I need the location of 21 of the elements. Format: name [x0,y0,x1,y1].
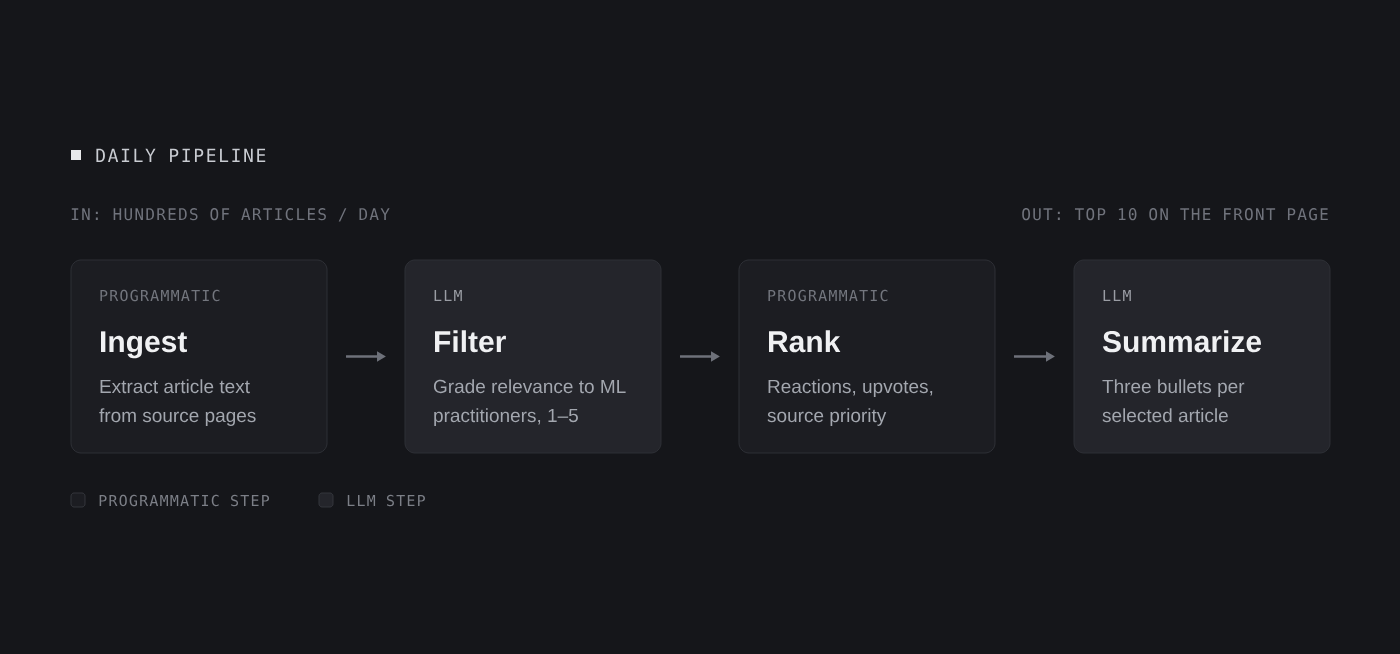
step-box [404,259,662,454]
step-description: Three bullets per selected article [1102,379,1245,423]
io-label: OUT: TOP 10 ON THE FRONT PAGE [1022,208,1328,221]
step-title: Summarize [1102,330,1262,353]
legend-label: PROGRAMMATIC STEP [99,494,270,507]
title: DAILY PIPELINE [96,148,266,162]
step-description: Reactions, upvotes, source priority [767,379,933,426]
step-box [70,259,328,454]
step-box [738,259,996,454]
step-type: LLM [434,290,462,301]
step-type: PROGRAMMATIC [768,289,888,302]
step-type: PROGRAMMATIC [100,289,220,302]
legend-label: LLM STEP [347,494,425,507]
io-label: IN: HUNDREDS OF ARTICLES / DAY [71,208,390,222]
step-title: Rank [769,330,841,353]
step-description: Grade relevance to ML practitioners, 1–5 [433,379,626,426]
step-description: Extract article text from source pages [99,379,256,426]
step-box [1073,259,1331,454]
step-type: LLM [1103,290,1131,301]
step-title: Ingest [101,331,187,359]
step-title: Filter [435,330,506,353]
